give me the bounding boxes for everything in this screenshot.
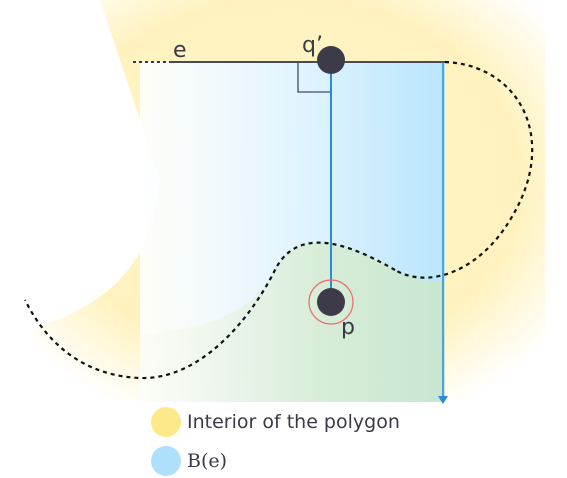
point-p-highlight-ring <box>308 279 354 325</box>
polygon-boundary-right <box>394 60 534 279</box>
right-angle-marker <box>297 62 331 93</box>
overlap-region <box>140 242 445 402</box>
legend-label: B(e) <box>187 450 228 472</box>
label-p: p <box>341 315 355 340</box>
label-q-prime: q’ <box>302 33 323 58</box>
legend-swatch-yellow <box>151 407 181 437</box>
point-q-prime <box>317 46 345 74</box>
point-p <box>317 288 345 316</box>
legend-item-beam: B(e) <box>151 446 227 476</box>
legend-item-polygon-interior: Interior of the polygon <box>151 407 400 437</box>
label-e: e <box>173 38 187 63</box>
legend-label: Interior of the polygon <box>187 411 400 433</box>
arrowhead <box>438 396 448 404</box>
legend-swatch-blue <box>151 446 181 476</box>
polygon-boundary-lower <box>24 241 396 380</box>
